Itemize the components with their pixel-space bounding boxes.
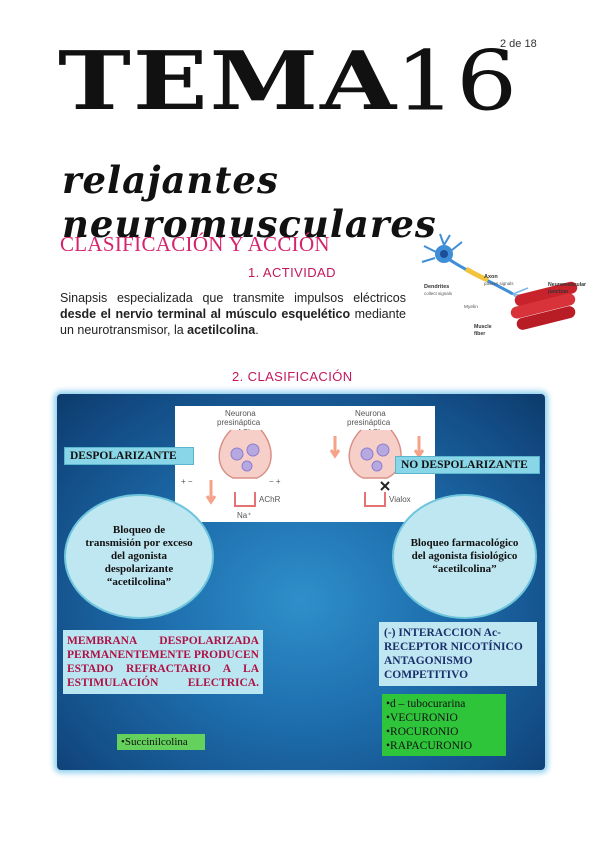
- classification-slide: Neurona presináptica ACh + − − + AChR Na…: [57, 394, 545, 770]
- receptor-right-icon: [364, 492, 386, 507]
- vesicle-icon: [230, 447, 244, 461]
- label-muscle: Muscle: [474, 324, 492, 330]
- synapse-na: Na⁺: [237, 511, 251, 520]
- no-despolarizante-ellipse: Bloqueo farmacológico del agonista fisio…: [392, 494, 537, 619]
- muscle-fiber-icon: [510, 281, 578, 330]
- arrow-down-icon: [329, 436, 341, 459]
- tema-title: TEMA: [58, 34, 399, 129]
- no-despolarizante-ellipse-text: Bloqueo farmacológico del agonista fisio…: [410, 537, 519, 575]
- charge-mid: − +: [269, 477, 281, 486]
- vesicle-icon: [241, 460, 253, 472]
- tema-subtitle: relajantes neuromusculares: [62, 158, 437, 246]
- arrow-down-icon: [413, 436, 425, 459]
- no-despolarizante-label: NO DESPOLARIZANTE: [395, 456, 540, 474]
- succinilcolina-box: •Succinilcolina: [117, 734, 205, 750]
- label-axon-sub: passes signals: [484, 281, 514, 286]
- actividad-paragraph: Sinapsis especializada que transmite imp…: [60, 290, 406, 338]
- interaccion-box: (-) INTERACCION Ac-RECEPTOR NICOTÍNICO A…: [379, 622, 537, 686]
- vesicle-icon: [360, 447, 374, 461]
- para-text-2: mediante un neurotransmisor, la: [60, 307, 406, 337]
- label-dendrites: Dendrites: [424, 284, 449, 290]
- neuron-cell-icon: [421, 233, 531, 309]
- clasificacion-heading: 2. CLASIFICACIÓN: [232, 369, 353, 384]
- para-text-3: .: [255, 323, 259, 337]
- label-axon: Axon: [484, 274, 498, 280]
- label-fiber: fiber: [474, 331, 485, 337]
- label-junction: junction: [547, 289, 568, 295]
- list-item: •VECURONIO: [386, 712, 458, 724]
- synapse-neurona-left: Neurona: [225, 409, 256, 418]
- actividad-heading: 1. ACTIVIDAD: [248, 265, 336, 280]
- synapse-presinaptica-left: presináptica: [217, 418, 261, 427]
- drug-list: •d – tubocurarina •VECURONIO •ROCURONIO …: [382, 694, 506, 756]
- presynaptic-terminal-left-icon: [218, 429, 272, 479]
- label-myelin: Myelin: [464, 304, 478, 310]
- despolarizante-ellipse: Bloqueo de transmisión por exceso del ag…: [64, 494, 214, 619]
- list-item: •ROCURONIO: [386, 726, 459, 738]
- vesicle-icon: [246, 443, 260, 457]
- vesicle-icon: [376, 443, 390, 457]
- despolarizante-ellipse-text: Bloqueo de transmisión por exceso del ag…: [85, 524, 193, 588]
- page-number: 2 de 18: [500, 38, 537, 50]
- label-neuromuscular: Neuromuscular: [548, 282, 586, 288]
- despolarizante-label: DESPOLARIZANTE: [64, 447, 194, 465]
- membrana-box: MEMBRANA DESPOLARIZADA PERMANENTEMENTE P…: [63, 630, 263, 694]
- neuron-illustration: Dendrites collect signals Axon passes si…: [421, 233, 586, 337]
- label-dendrites-sub: collect signals: [424, 291, 453, 296]
- synapse-neurona-right: Neurona: [355, 409, 386, 418]
- list-item: •d – tubocurarina: [386, 698, 466, 710]
- para-bold-1: desde el nervio terminal al músculo esqu…: [60, 307, 351, 321]
- tema-number: 16: [395, 33, 518, 130]
- synapse-diagram: Neurona presináptica ACh + − − + AChR Na…: [175, 406, 435, 522]
- block-x-icon: [380, 481, 390, 491]
- para-text-1: Sinapsis especializada que transmite imp…: [60, 291, 406, 305]
- synapse-presinaptica-right: presináptica: [347, 418, 391, 427]
- charge-left: + −: [181, 477, 193, 486]
- synapse-vialox: Vialox: [389, 495, 411, 504]
- para-bold-2: acetilcolina: [187, 323, 256, 337]
- synapse-achr: AChR: [259, 495, 281, 504]
- presynaptic-terminal-right-icon: [348, 429, 402, 479]
- receptor-left-icon: [234, 492, 256, 507]
- list-item: •RAPACURONIO: [386, 740, 473, 752]
- section-title: CLASIFICACIÓN Y ACCIÓN: [60, 232, 330, 256]
- vesicle-icon: [371, 460, 383, 472]
- arrow-down-icon: [205, 480, 217, 505]
